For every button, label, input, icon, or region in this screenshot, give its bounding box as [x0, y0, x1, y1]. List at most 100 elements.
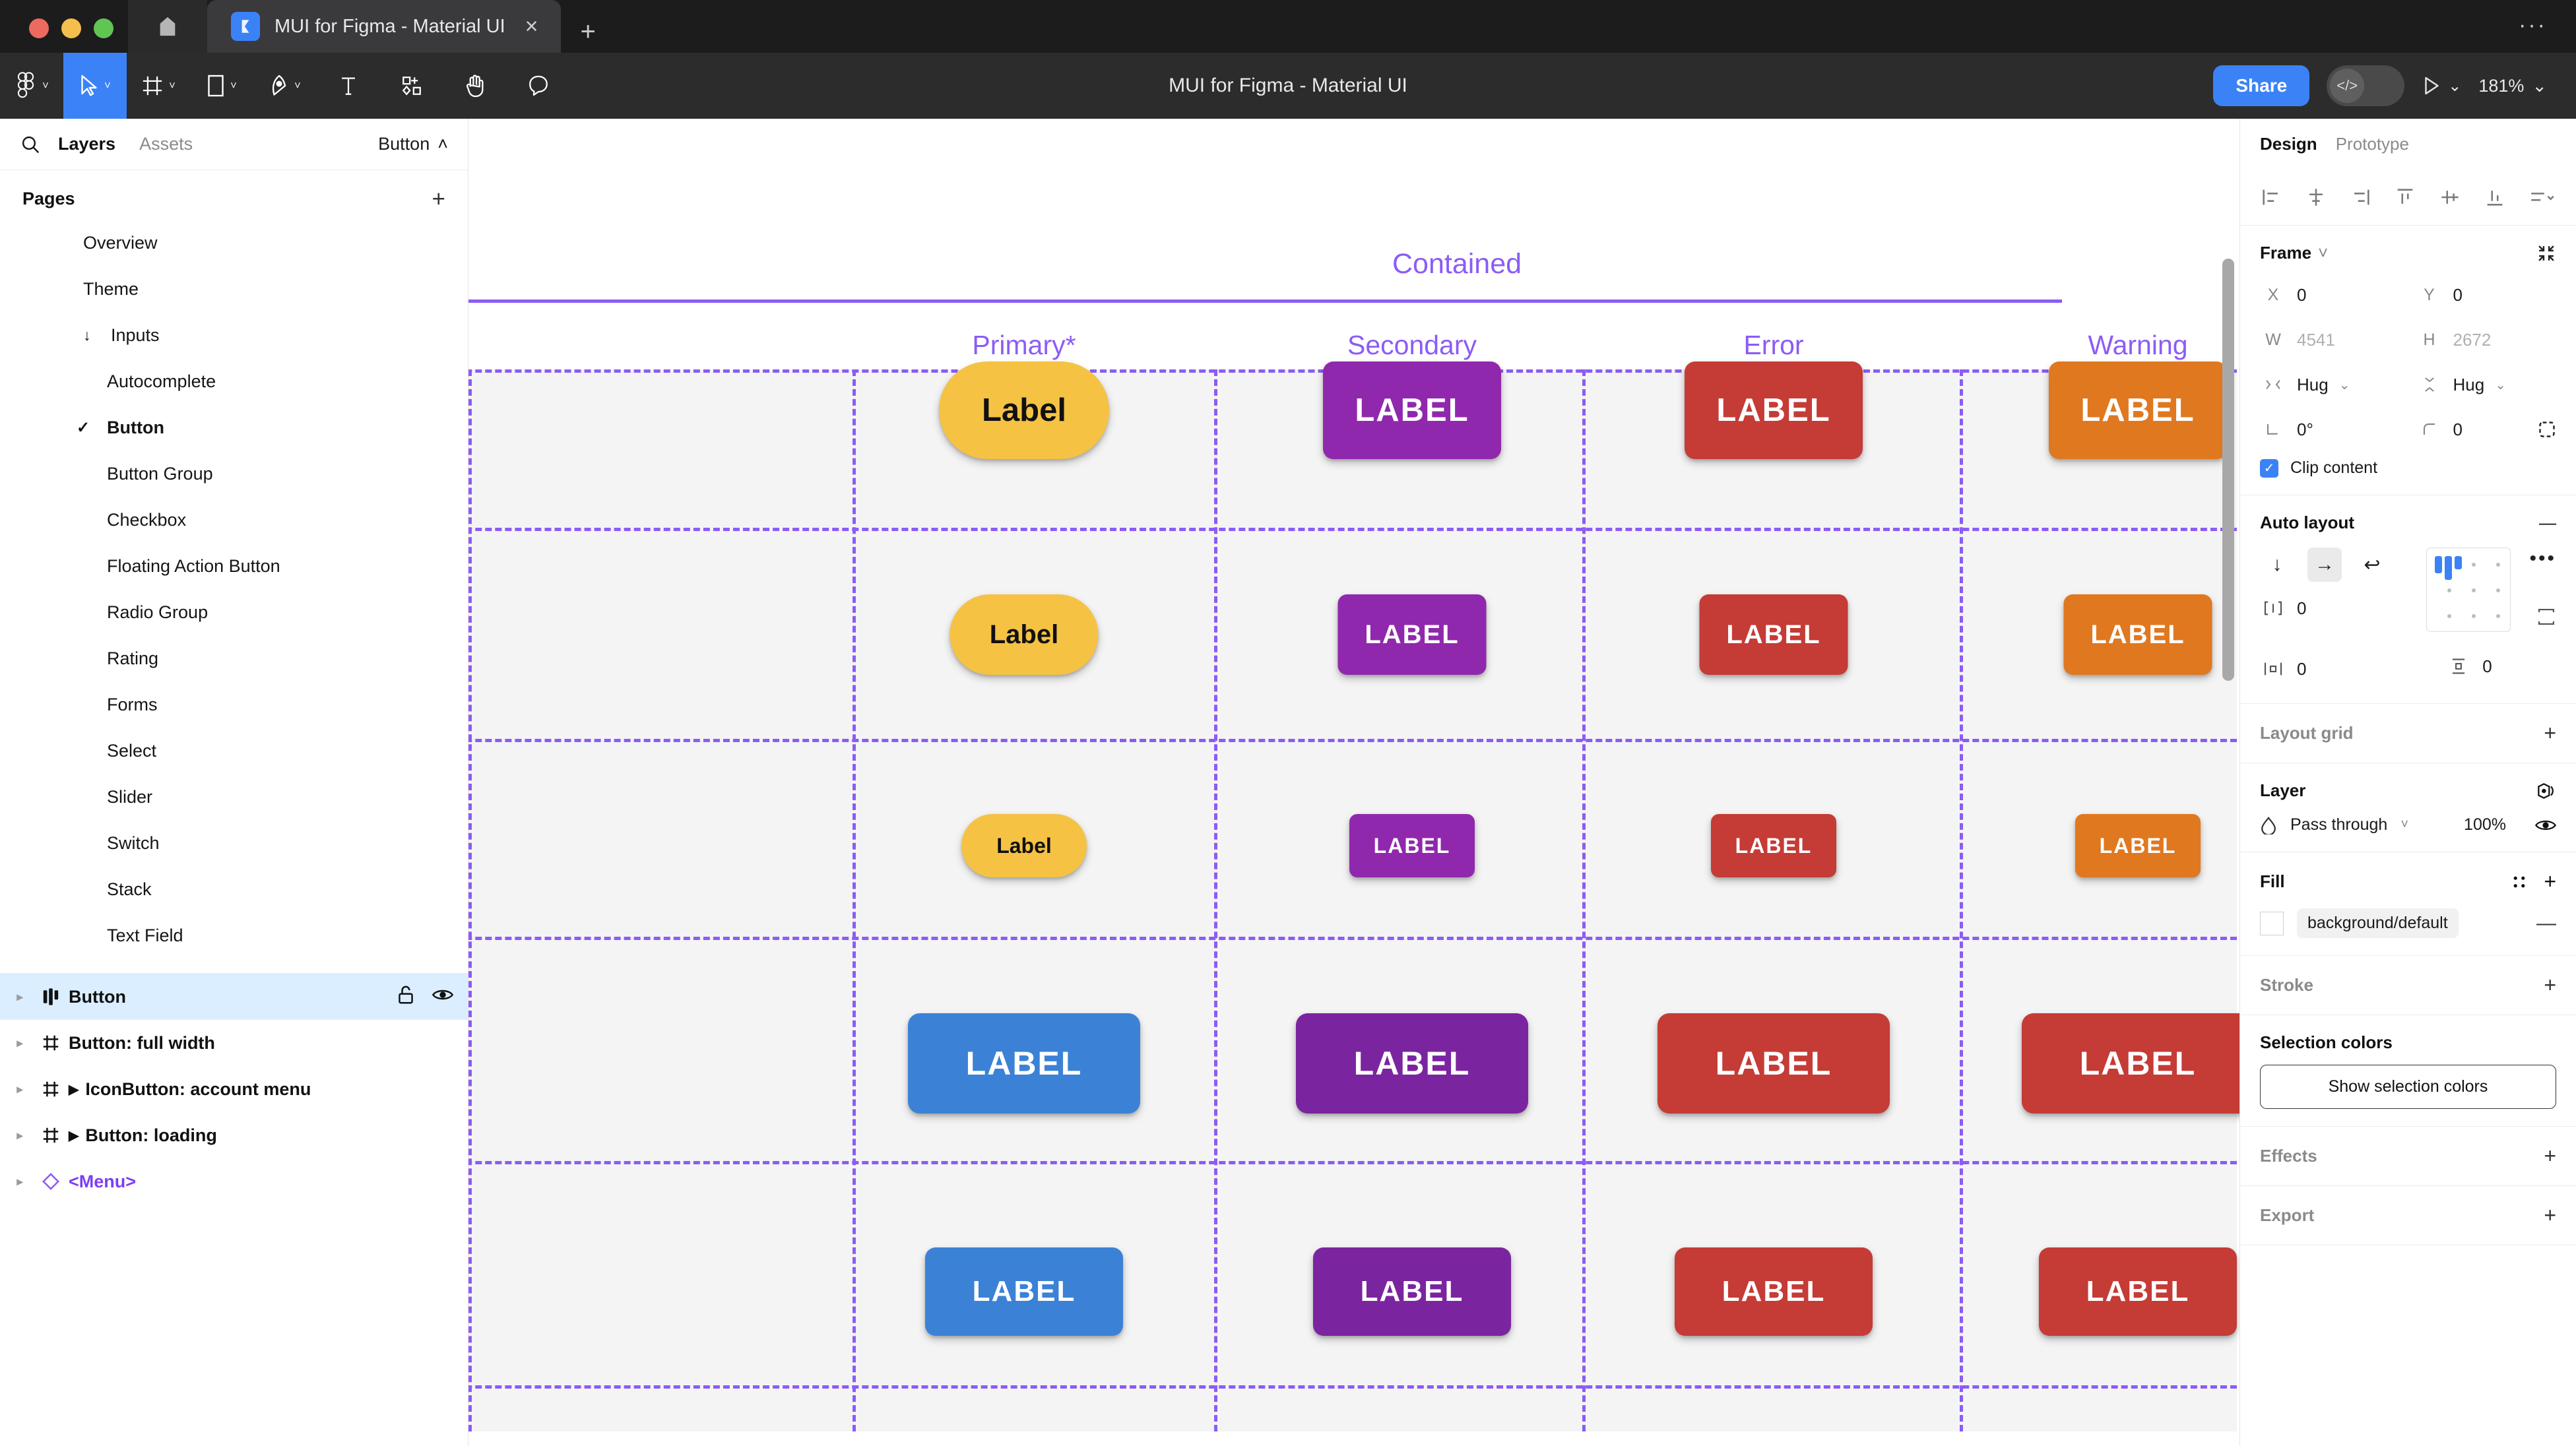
- x-field[interactable]: X 0: [2260, 278, 2400, 312]
- add-export-button[interactable]: +: [2544, 1203, 2556, 1227]
- vertical-resizing-field[interactable]: Hug ⌄: [2416, 367, 2557, 402]
- auto-layout-vertical-button[interactable]: ↓: [2272, 553, 2282, 575]
- present-button[interactable]: ⌄: [2422, 76, 2461, 96]
- page-item-inputs[interactable]: ↓Inputs: [0, 312, 468, 358]
- page-item-theme[interactable]: Theme: [0, 266, 468, 312]
- tab-prototype[interactable]: Prototype: [2335, 133, 2409, 154]
- layer-row[interactable]: ▸<Menu>: [0, 1158, 468, 1205]
- add-stroke-button[interactable]: +: [2544, 973, 2556, 997]
- canvas-button[interactable]: LABEL: [1313, 1247, 1511, 1336]
- y-field[interactable]: Y 0: [2416, 278, 2557, 312]
- align-horizontal-center-icon[interactable]: [2305, 186, 2327, 208]
- layer-settings-icon[interactable]: [2535, 782, 2556, 800]
- canvas-button[interactable]: LABEL: [1675, 1247, 1873, 1336]
- remove-auto-layout-button[interactable]: —: [2539, 513, 2556, 532]
- auto-layout-horizontal-button[interactable]: →: [2307, 548, 2342, 582]
- align-right-icon[interactable]: [2350, 186, 2372, 208]
- width-field[interactable]: W 4541: [2260, 323, 2400, 357]
- close-window-button[interactable]: [29, 18, 49, 38]
- canvas-button[interactable]: LABEL: [1658, 1013, 1890, 1114]
- canvas-button[interactable]: LABEL: [1699, 594, 1848, 675]
- layer-opacity-value[interactable]: 100%: [2464, 815, 2506, 834]
- height-field[interactable]: H 2672: [2416, 323, 2557, 357]
- page-item-rating[interactable]: Rating: [0, 635, 468, 681]
- canvas-button[interactable]: LABEL: [1711, 814, 1836, 877]
- layer-row[interactable]: ▸Button: [0, 974, 468, 1020]
- remove-fill-button[interactable]: —: [2536, 912, 2556, 934]
- dev-mode-toggle[interactable]: </>: [2327, 65, 2405, 106]
- visible-icon[interactable]: [432, 987, 454, 1007]
- add-fill-button[interactable]: +: [2544, 869, 2556, 893]
- canvas-button[interactable]: LABEL: [2022, 1013, 2239, 1114]
- canvas-button[interactable]: LABEL: [2075, 814, 2201, 877]
- horizontal-padding-field[interactable]: 0: [2260, 652, 2408, 686]
- rotation-field[interactable]: 0°: [2260, 412, 2400, 447]
- add-page-button[interactable]: +: [432, 186, 445, 212]
- page-item-autocomplete[interactable]: Autocomplete: [0, 358, 468, 404]
- tab-layers[interactable]: Layers: [58, 134, 116, 154]
- zoom-level-control[interactable]: 181% ⌄: [2478, 76, 2547, 96]
- add-layout-grid-button[interactable]: +: [2544, 721, 2556, 745]
- chevron-down-icon[interactable]: ˅: [2318, 243, 2329, 263]
- canvas-button[interactable]: Label: [950, 594, 1099, 675]
- page-item-button[interactable]: ✓Button: [0, 404, 468, 451]
- layer-row[interactable]: ▸▶Button: loading: [0, 1112, 468, 1158]
- canvas-button[interactable]: LABEL: [925, 1247, 1123, 1336]
- tab-design[interactable]: Design: [2260, 133, 2317, 154]
- expand-caret-icon[interactable]: ▸: [16, 1036, 23, 1050]
- unlock-icon[interactable]: [397, 985, 415, 1009]
- clip-content-checkbox[interactable]: ✓: [2260, 458, 2278, 478]
- add-effect-button[interactable]: +: [2544, 1144, 2556, 1168]
- expand-caret-icon[interactable]: ▸: [16, 990, 23, 1003]
- fill-color-swatch[interactable]: [2260, 911, 2284, 935]
- share-button[interactable]: Share: [2213, 65, 2310, 106]
- vertical-padding-field[interactable]: 0: [2445, 649, 2492, 683]
- clip-content-row[interactable]: ✓ Clip content: [2260, 458, 2556, 478]
- blend-mode-value[interactable]: Pass through: [2290, 815, 2388, 834]
- browser-menu-icon[interactable]: ···: [2519, 13, 2547, 38]
- independent-corners-icon[interactable]: [2538, 420, 2556, 439]
- page-item-stack[interactable]: Stack: [0, 866, 468, 912]
- canvas-scrollbar[interactable]: [2222, 259, 2234, 681]
- move-tool-button[interactable]: ˅: [63, 53, 127, 119]
- canvas-button[interactable]: LABEL: [1337, 594, 1487, 675]
- align-left-icon[interactable]: [2260, 186, 2282, 208]
- canvas-button[interactable]: LABEL: [2039, 1247, 2237, 1336]
- distribute-icon[interactable]: [2528, 186, 2556, 208]
- browser-tab[interactable]: MUI for Figma - Material UI ×: [207, 0, 561, 53]
- layer-row[interactable]: ▸▶IconButton: account menu: [0, 1066, 468, 1112]
- expand-caret-icon[interactable]: ▸: [16, 1174, 23, 1188]
- hand-tool-button[interactable]: [443, 53, 507, 119]
- figma-menu-icon[interactable]: ˅: [0, 53, 63, 119]
- align-top-icon[interactable]: [2394, 186, 2416, 208]
- fill-styles-icon[interactable]: [2511, 873, 2528, 891]
- canvas-button[interactable]: LABEL: [1685, 362, 1863, 459]
- expand-caret-icon[interactable]: ▸: [16, 1128, 23, 1142]
- frame-tool-button[interactable]: ˅: [127, 53, 190, 119]
- close-tab-icon[interactable]: ×: [525, 14, 538, 39]
- page-item-slider[interactable]: Slider: [0, 774, 468, 820]
- canvas-button[interactable]: Label: [961, 814, 1087, 877]
- layer-row[interactable]: ▸Button: full width: [0, 1020, 468, 1066]
- page-item-button-group[interactable]: Button Group: [0, 451, 468, 497]
- canvas-button[interactable]: Label: [939, 362, 1109, 459]
- corner-radius-field[interactable]: 0: [2416, 412, 2557, 447]
- expand-caret-icon[interactable]: ▸: [16, 1082, 23, 1096]
- auto-layout-wrap-button[interactable]: ↩: [2364, 553, 2381, 576]
- resources-tool-button[interactable]: [380, 53, 443, 119]
- page-item-radio-group[interactable]: Radio Group: [0, 589, 468, 635]
- horizontal-resizing-field[interactable]: Hug ⌄: [2260, 367, 2400, 402]
- page-item-text-field[interactable]: Text Field: [0, 912, 468, 959]
- text-tool-button[interactable]: [317, 53, 380, 119]
- canvas-button[interactable]: LABEL: [1349, 814, 1475, 877]
- fill-style-token[interactable]: background/default: [2297, 908, 2459, 938]
- frame-name-contained[interactable]: Contained: [1392, 248, 1522, 280]
- page-item-checkbox[interactable]: Checkbox: [0, 497, 468, 543]
- page-item-floating-action-button[interactable]: Floating Action Button: [0, 543, 468, 589]
- align-bottom-icon[interactable]: [2484, 186, 2506, 208]
- chevron-down-icon[interactable]: ˅: [2400, 817, 2409, 832]
- canvas-button[interactable]: LABEL: [1323, 362, 1501, 459]
- individual-padding-icon[interactable]: [2536, 607, 2556, 627]
- alignment-pad[interactable]: [2426, 548, 2511, 632]
